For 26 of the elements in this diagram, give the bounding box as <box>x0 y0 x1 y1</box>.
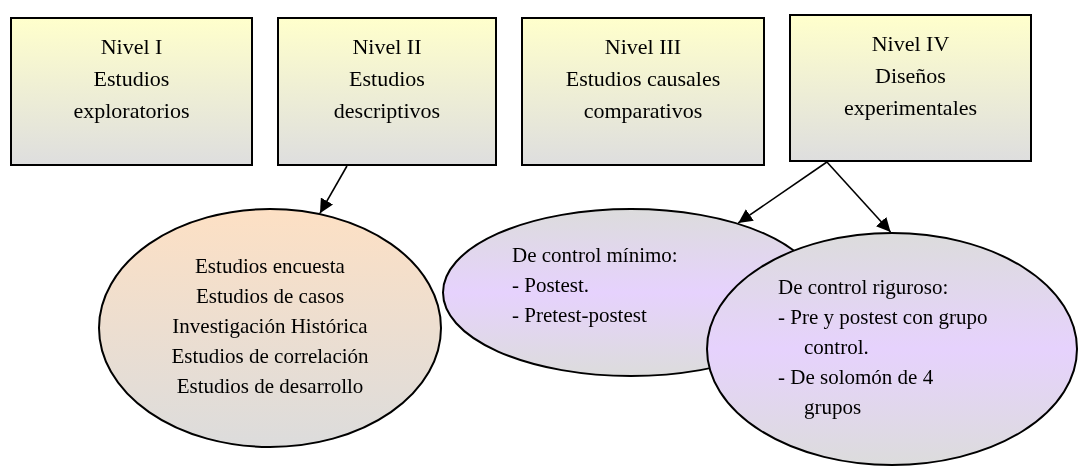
list-item: - Postest. <box>512 272 590 299</box>
study-type: Investigación Histórica <box>171 313 369 340</box>
level-box <box>277 17 497 166</box>
level-box <box>789 14 1032 162</box>
level-title: Nivel I <box>99 33 164 61</box>
study-type: Estudios de correlación <box>170 343 370 370</box>
level-description: Estudios descriptivos <box>332 65 442 125</box>
level-box <box>521 17 765 166</box>
list-item: - Pre y postest con grupo control. <box>778 304 988 361</box>
level-description: Diseños experimentales <box>842 62 979 122</box>
arrow <box>737 161 828 224</box>
level-title: Nivel IV <box>870 30 951 58</box>
level-title: Nivel III <box>603 33 683 61</box>
group-heading: De control mínimo: <box>512 242 679 269</box>
arrow <box>319 165 348 214</box>
level-title: Nivel II <box>351 33 423 61</box>
study-type: Estudios encuesta <box>194 253 346 280</box>
arrow <box>826 161 892 233</box>
level-description: Estudios causales comparativos <box>564 65 722 125</box>
group-heading: De control riguroso: <box>778 274 950 301</box>
study-type: Estudios de casos <box>194 283 346 310</box>
level-description: Estudios exploratorios <box>72 65 191 125</box>
level-box <box>10 17 253 166</box>
list-item: - Pretest-postest <box>512 302 648 329</box>
study-type: Estudios de desarrollo <box>175 373 365 400</box>
list-item: - De solomón de 4 grupos <box>778 364 935 421</box>
